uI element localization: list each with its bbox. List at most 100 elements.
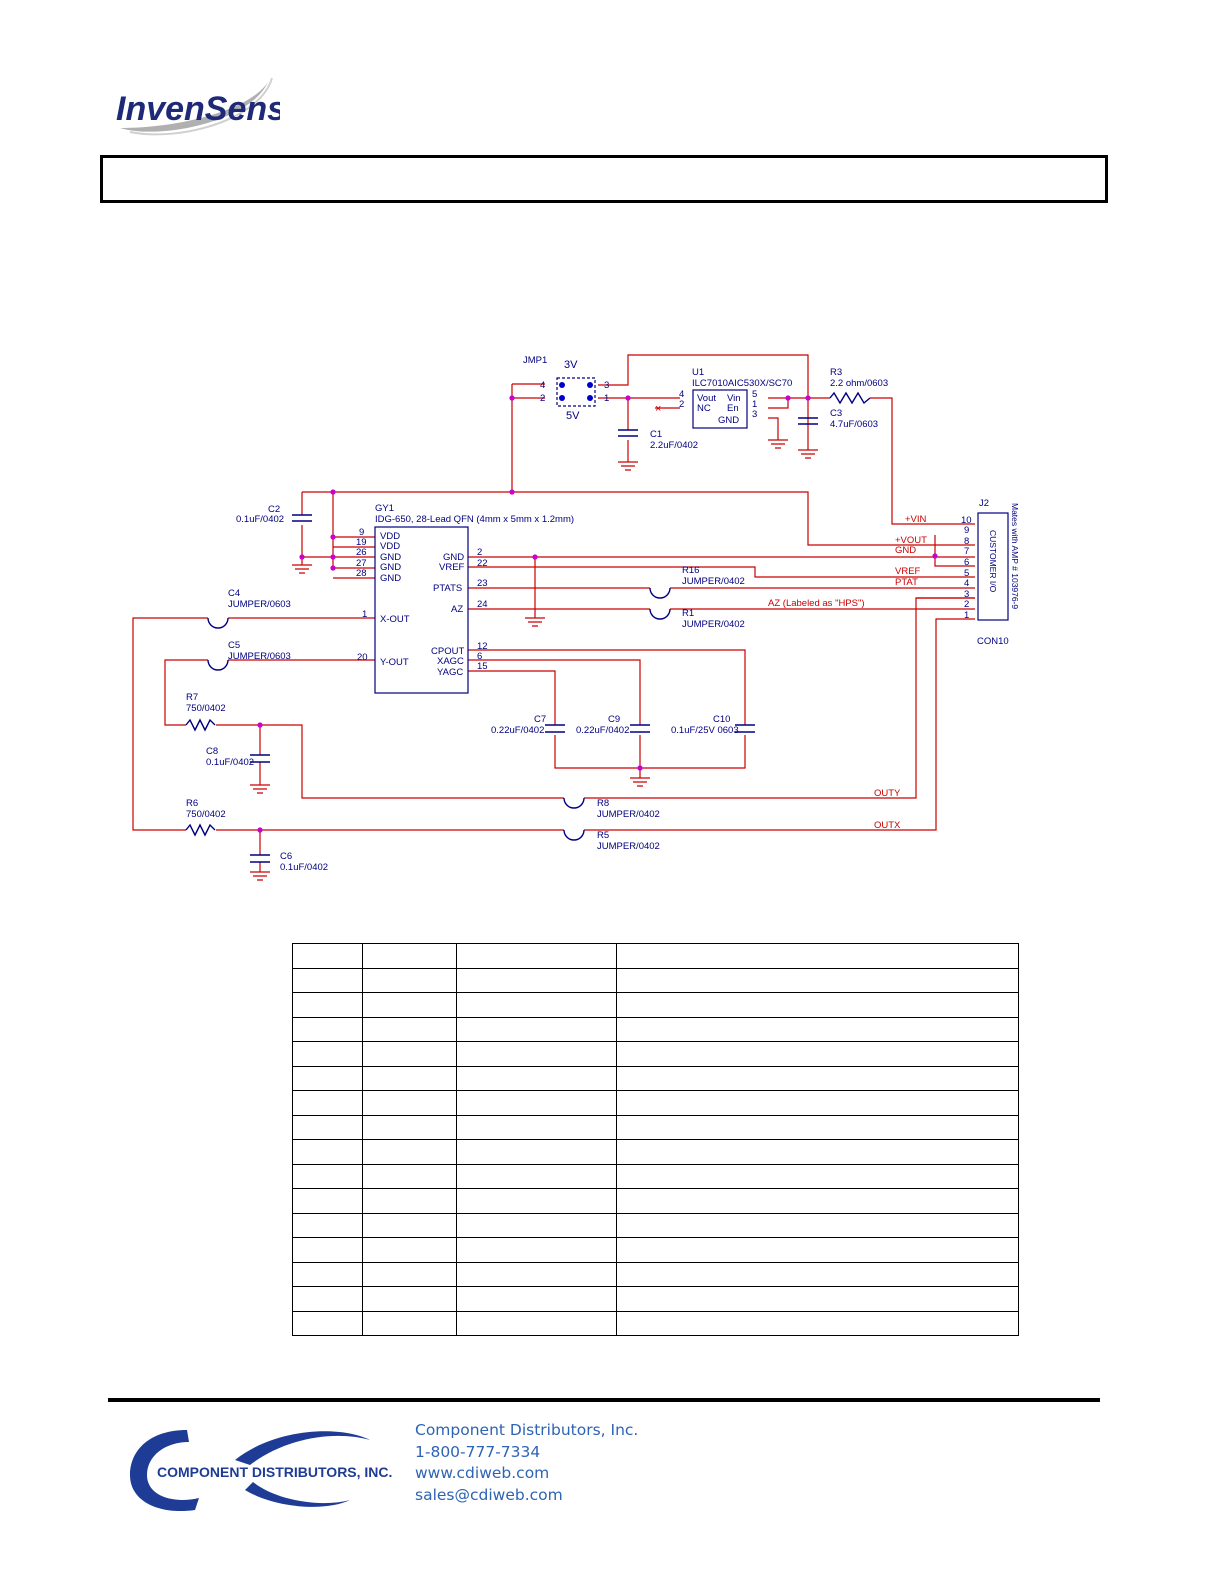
- c5-ref: C5: [228, 640, 240, 651]
- net-label-ptat: PTAT: [895, 577, 918, 588]
- table-row: [292, 1090, 1019, 1116]
- table-row: [292, 1016, 1019, 1042]
- table-cell: [292, 1090, 363, 1116]
- gy1-pin-label: GND: [443, 552, 464, 563]
- u1-pin: 3: [752, 409, 757, 420]
- r7-value: 750/0402: [186, 703, 226, 714]
- gy1-pin-number: 1: [362, 609, 367, 620]
- gy1-pin-number: 23: [477, 578, 488, 589]
- j2-inner-label: CUSTOMER I/O: [988, 530, 998, 593]
- table-cell: [362, 992, 457, 1018]
- gy1-pin-label: VDD: [380, 531, 400, 542]
- table-cell: [292, 1114, 363, 1140]
- table-row: [292, 1261, 1019, 1287]
- table-row: [292, 1139, 1019, 1165]
- table-cell: [456, 1016, 617, 1042]
- jmp1-pin: 2: [540, 393, 545, 404]
- gy1-pin-number: 12: [477, 641, 488, 652]
- r8-value: JUMPER/0402: [597, 809, 660, 820]
- table-cell: [616, 1188, 1019, 1214]
- jmp1-pin: 3: [604, 380, 609, 391]
- table-cell: [456, 967, 617, 993]
- table-row: [292, 967, 1019, 993]
- j2-pin: 7: [964, 546, 969, 557]
- r5-ref: R5: [597, 830, 609, 841]
- table-cell: [616, 1261, 1019, 1287]
- table-cell: [616, 1090, 1019, 1116]
- table-cell: [292, 967, 363, 993]
- table-cell: [616, 1065, 1019, 1091]
- table-cell: [616, 1237, 1019, 1263]
- gy1-pin-label: XAGC: [437, 656, 464, 667]
- part-outlines: [374, 377, 1009, 694]
- u1-ref: U1: [692, 367, 704, 378]
- c9-ref: C9: [608, 714, 620, 725]
- c10-ref: C10: [713, 714, 730, 725]
- c5-value: JUMPER/0603: [228, 651, 291, 662]
- website-link[interactable]: www.cdiweb.com: [415, 1464, 550, 1482]
- table-cell: [292, 1065, 363, 1091]
- invensense-logo: InvenSense: [116, 77, 280, 136]
- j2-pin: 8: [964, 536, 969, 547]
- gy1-pin-label: CPOUT: [431, 646, 464, 657]
- u1-pin: 4: [679, 389, 684, 400]
- table-cell: [456, 1163, 617, 1189]
- table-cell: [362, 1261, 457, 1287]
- table-cell: [456, 1286, 617, 1312]
- c4-ref: C4: [228, 588, 240, 599]
- table-cell: [456, 1212, 617, 1238]
- j2-part: CON10: [977, 636, 1009, 647]
- r16-value: JUMPER/0402: [682, 576, 745, 587]
- jmp1-ref: JMP1: [523, 355, 547, 366]
- u1-pin: 2: [679, 399, 684, 410]
- gy1-pin-number: 22: [477, 558, 488, 569]
- r6-ref: R6: [186, 798, 198, 809]
- table-cell: [362, 1041, 457, 1067]
- gy1-pin-label: YAGC: [437, 667, 463, 678]
- u1-pin: 1: [752, 399, 757, 410]
- u1-pin-label: GND: [718, 415, 739, 426]
- title-box: [100, 155, 1108, 203]
- table-cell: [362, 1090, 457, 1116]
- table-cell: [362, 1237, 457, 1263]
- table-row: [292, 1041, 1019, 1067]
- table-cell: [292, 943, 363, 969]
- u1-part: ILC7010AIC530X/SC70: [692, 378, 792, 389]
- table-cell: [362, 1188, 457, 1214]
- table-cell: [362, 1065, 457, 1091]
- table-cell: [456, 1188, 617, 1214]
- email-link[interactable]: sales@cdiweb.com: [415, 1485, 563, 1504]
- j2-pin: 2: [964, 599, 969, 610]
- c7-ref: C7: [534, 714, 546, 725]
- table-cell: [616, 1310, 1019, 1336]
- jumper-pads: [559, 382, 593, 401]
- table-cell: [362, 1286, 457, 1312]
- table-cell: [292, 1212, 363, 1238]
- gy1-pin-label: Y-OUT: [380, 657, 409, 668]
- table-cell: [616, 1041, 1019, 1067]
- j2-pin: 1: [964, 610, 969, 621]
- gy1-pin-label: VDD: [380, 541, 400, 552]
- ground-symbols: [250, 439, 818, 881]
- table-cell: [456, 1310, 617, 1336]
- table-cell: [362, 1212, 457, 1238]
- table-row: [292, 1188, 1019, 1214]
- gy1-part: IDG-650, 28-Lead QFN (4mm x 5mm x 1.2mm): [375, 514, 574, 525]
- table-cell: [292, 1261, 363, 1287]
- net-label-gnd: GND: [895, 545, 916, 556]
- table-cell: [292, 1139, 363, 1165]
- gy1-pin-number: 24: [477, 599, 488, 610]
- net-label-outy: OUTY: [874, 788, 901, 799]
- gy1-pin-number: 26: [356, 547, 367, 558]
- table-cell: [292, 1286, 363, 1312]
- net-label-vref: VREF: [895, 566, 921, 577]
- company-name: Component Distributors, Inc.: [415, 1421, 639, 1439]
- r6-value: 750/0402: [186, 809, 226, 820]
- no-connect-mark: ×: [655, 403, 661, 415]
- net-label-az: AZ (Labeled as "HPS"): [768, 598, 865, 609]
- j2-pin: 3: [964, 589, 969, 600]
- table-cell: [292, 1163, 363, 1189]
- table-cell: [292, 992, 363, 1018]
- r1-value: JUMPER/0402: [682, 619, 745, 630]
- r5-value: JUMPER/0402: [597, 841, 660, 852]
